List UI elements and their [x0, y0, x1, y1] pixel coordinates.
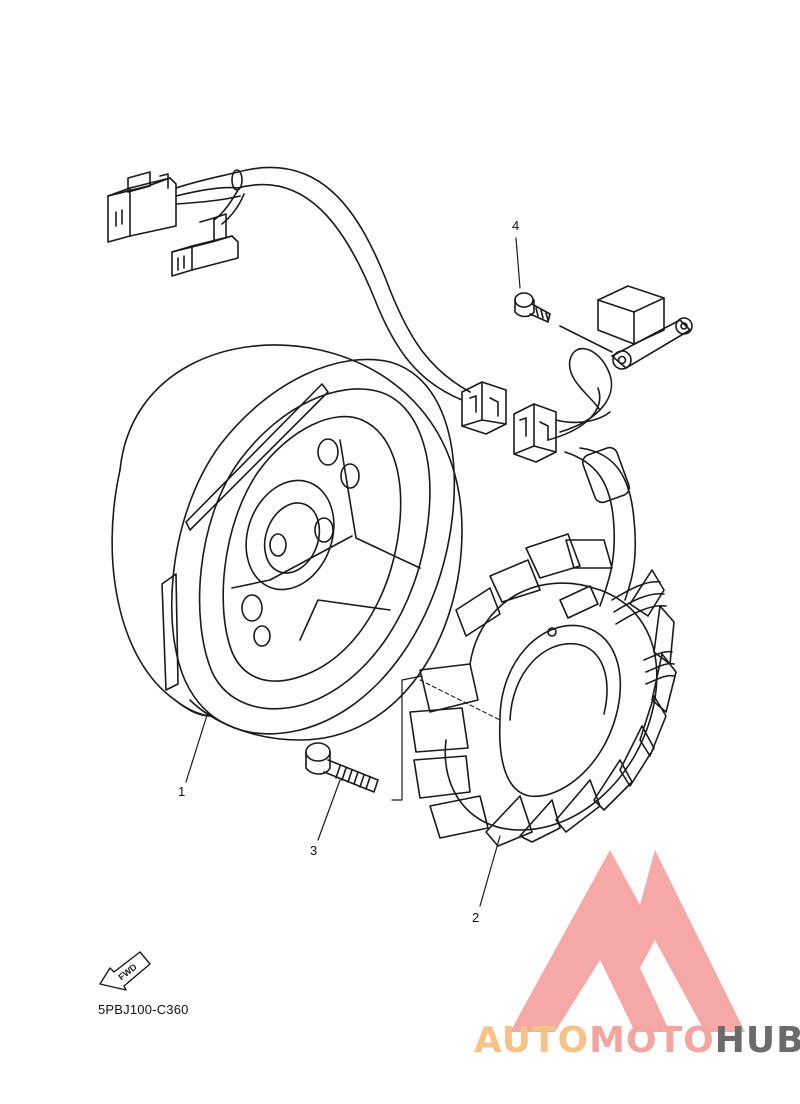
connector-3pin — [107, 171, 177, 243]
brand-part-hub: HUB — [714, 1020, 800, 1061]
pickup-coil-sensor — [559, 285, 693, 370]
callout-2: 2 — [472, 910, 480, 925]
leader-2 — [479, 835, 501, 907]
bolt-3 — [305, 742, 379, 793]
assembly-leader-line — [391, 675, 423, 801]
watermark-brand-text: AUTOMOTOHUB — [474, 1020, 800, 1061]
diagram-code: 5PBJ100-C360 — [98, 1002, 189, 1017]
leader-1 — [185, 711, 209, 783]
leader-lines — [185, 711, 501, 907]
cable-coupler-b — [513, 403, 611, 463]
brand-part-moto: MOTO — [589, 1020, 715, 1061]
callout-4: 4 — [512, 218, 520, 233]
fwd-arrow-icon — [99, 951, 151, 991]
watermark-logo — [510, 850, 745, 1032]
stator-assembly — [409, 533, 677, 847]
callout-1: 1 — [178, 784, 186, 799]
brand-part-auto: AUTO — [474, 1020, 590, 1061]
cable-coupler-a — [461, 381, 507, 435]
bolt-4 — [514, 237, 551, 323]
fwd-label: FWD — [116, 961, 139, 982]
connector-2pin — [171, 213, 239, 277]
callout-3: 3 — [310, 843, 318, 858]
flywheel-rotor — [111, 344, 463, 741]
leader-3 — [317, 779, 341, 841]
